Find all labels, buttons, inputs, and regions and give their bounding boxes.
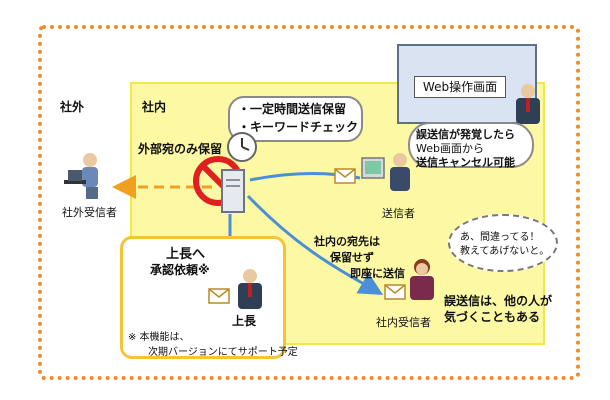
internal-recipient-label: 社内受信者 [376,316,431,329]
web-screen-title: Web操作画面 [414,76,506,98]
external-recipient-figure [64,153,98,199]
boss-figure [238,269,262,309]
sender-label: 送信者 [382,207,415,220]
approval-footnote-1: ※ 本機能は、 [128,332,190,343]
envelope-icon [334,168,356,184]
feature-hold: ・一定時間送信保留 [238,102,347,116]
internal-note-line2: 気づくこともある [444,310,541,324]
approval-line1: 上長へ [166,247,206,262]
outside-zone-label: 社外 [60,100,85,114]
web-caption-2: Web画面から [416,142,484,155]
sender-figure [361,153,410,191]
web-operator-figure [516,84,540,124]
thought-line1: あ、間違ってる！ [460,232,540,243]
boss-label: 上長 [232,314,257,328]
external-hold-label: 外部宛のみ保留 [138,142,223,156]
internal-note-line1: 誤送信は、他の人が [444,294,553,308]
web-cancel-bubble [408,122,534,168]
outer-dotted-frame [38,25,580,380]
feature-keyword: ・キーワードチェック [238,120,359,134]
internal-route-line3: 即座に送信 [350,267,405,280]
features-bubble [228,96,363,142]
internal-route-line1: 社内の宛先は [314,235,380,248]
approval-footnote-2: 次期バージョンにてサポート予定 [148,347,298,358]
approval-line2: 承認依頼※ [150,263,210,277]
thought-line2: 教えてあげないと。 [460,246,550,257]
external-recipient-label: 社外受信者 [62,206,117,219]
mail-server-icon [221,169,245,213]
inside-zone-label: 社内 [142,100,167,114]
clock-icon [227,132,257,162]
approval-box [120,236,286,359]
internal-route-line2: 保留せず [330,251,374,264]
web-caption-1: 誤送信が発覚したら [416,128,515,141]
internal-recipient-figure [410,259,434,300]
web-caption-3: 送信キャンセル可能 [416,156,515,169]
server-to-internal-arrow [246,194,384,296]
envelope-icon [384,284,406,300]
envelope-icon [208,288,230,304]
thought-bubble [448,214,558,272]
